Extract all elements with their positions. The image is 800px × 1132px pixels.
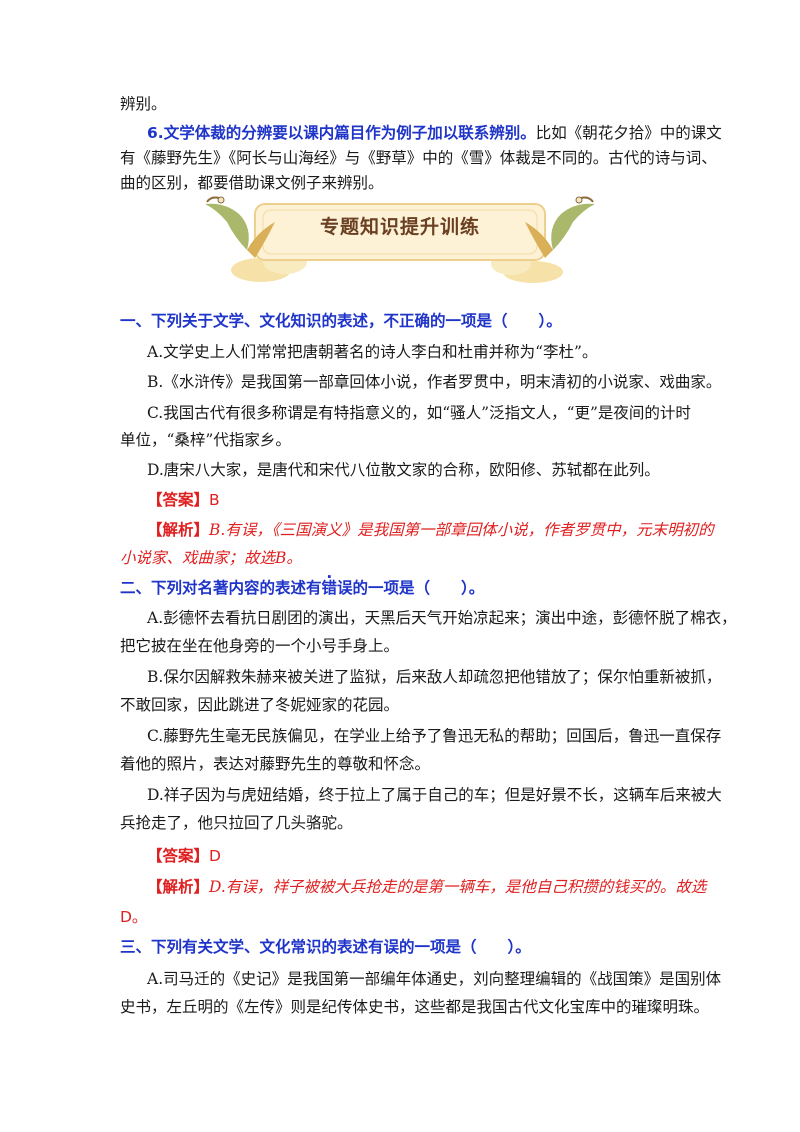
tip-text: 比如《朝花夕拾》中的课文 [535, 124, 722, 142]
question-1-option-c-cont: 单位，“桑梓”代指家乡。 [120, 431, 291, 449]
question-2-analysis-cont: D。 [120, 908, 148, 926]
tip-line: 6.文学体裁的分辨要以课内篇目作为例子加以联系辨别。比如《朝花夕拾》中的课文 [147, 122, 727, 144]
question-2-answer: 【答案】D [147, 845, 727, 867]
intro-line: 辨别。 [120, 95, 167, 113]
question-2-option-a-cont: 把它披在坐在他身旁的一个小号手身上。 [120, 637, 400, 655]
question-3-option-a: A.司马迁的《史记》是我国第一部编年体通史，刘向整理编辑的《战国策》是国别体 [147, 970, 722, 988]
banner-decoration [205, 196, 595, 283]
question-2-option-d: D.祥子因为与虎妞结婚，终于拉上了属于自己的车；但是好景不长，这辆车后来被大 [147, 786, 722, 804]
analysis-text: B.有误，《三国演义》是我国第一部章回体小说，作者罗贯中，元末明初的 [209, 521, 714, 539]
section-banner: 专题知识提升训练 [195, 192, 605, 288]
question-2-option-b: B.保尔因解救朱赫来被关进了监狱，后来敌人却疏忽把他错放了；保尔怕重新被抓， [147, 668, 722, 686]
question-1-option-b: B.《水浒传》是我国第一部章回体小说，作者罗贯中，明末清初的小说家、戏曲家。 [147, 373, 722, 391]
question-1-option-c: C.我国古代有很多称谓是有特指意义的，如“骚人”泛指文人，“更”是夜间的计时 [147, 404, 691, 422]
tip-line-2: 有《藤野先生》《阿长与山海经》与《野草》中的《雪》体裁是不同的。古代的诗与词、 [120, 149, 717, 167]
question-2-stem: 二、下列对名著内容的表述有错误的一项是（ ）。 [120, 577, 700, 599]
analysis-text: D.有误，祥子被被大兵抢走的是第一辆车，是他自己积攒的钱买的。故选 [209, 878, 707, 896]
analysis-label: 【解析】 [147, 521, 210, 539]
question-1-option-a: A.文学史上人们常常把唐朝著名的诗人李白和杜甫并称为“李杜”。 [147, 343, 598, 361]
question-2-stem-post: 的一项是（ ）。 [352, 579, 485, 597]
question-2-option-b-cont: 不敢回家，因此跳进了冬妮娅家的花园。 [120, 696, 400, 714]
analysis-label: 【解析】 [147, 878, 210, 896]
question-2-option-c: C.藤野先生毫无民族偏见，在学业上给予了鲁迅无私的帮助；回国后，鲁迅一直保存 [147, 727, 722, 745]
question-1-stem: 一、下列关于文学、文化知识的表述，不正确的一项是（ ）。 [120, 312, 562, 330]
question-1-analysis: 【解析】B.有误，《三国演义》是我国第一部章回体小说，作者罗贯中，元末明初的 [147, 519, 727, 541]
question-1-analysis-cont: 小说家、戏曲家；故选B。 [120, 549, 302, 567]
question-2-stem-pre: 二、下列对名著内容的表述 [120, 579, 307, 597]
question-2-option-c-cont: 着他的照片，表达对藤野先生的尊敬和怀念。 [120, 755, 431, 773]
answer-value: B [209, 491, 220, 509]
question-3-stem: 三、下列有关文学、文化常识的表述有误的一项是（ ）。 [120, 938, 531, 956]
banner-title: 专题知识提升训练 [319, 216, 480, 238]
tip-number: 6. [147, 124, 164, 142]
question-2-option-a: A.彭德怀去看抗日剧团的演出，天黑后天气开始凉起来；演出中途，彭德怀脱了棉衣， [147, 609, 737, 627]
question-2-option-d-cont: 兵抢走了，他只拉回了几头骆驼。 [120, 814, 353, 832]
answer-label: 【答案】 [147, 847, 210, 865]
question-2-analysis: 【解析】D.有误，祥子被被大兵抢走的是第一辆车，是他自己积攒的钱买的。故选 [147, 876, 727, 898]
answer-value: D [209, 847, 221, 865]
question-1-option-d: D.唐宋八大家，是唐代和宋代八位散文家的合称，欧阳修、苏轼都在此列。 [147, 461, 660, 479]
question-1-answer: 【答案】B [147, 489, 727, 511]
answer-label: 【答案】 [147, 491, 210, 509]
question-3-option-a-cont: 史书，左丘明的《左传》则是纪传体史书，这些都是我国古代文化宝库中的璀璨明珠。 [120, 998, 710, 1016]
tip-line-3: 曲的区别，都要借助课文例子来辨别。 [120, 174, 384, 192]
emphasis-marked-text: 有错误 [306, 579, 353, 597]
tip-bold-text: 文学体裁的分辨要以课内篇目作为例子加以联系辨别。 [163, 124, 536, 142]
